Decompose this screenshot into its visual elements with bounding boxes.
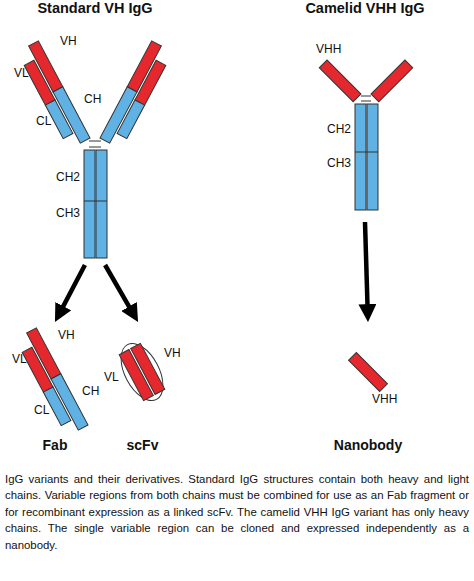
domain-label: CH xyxy=(82,384,99,398)
domain-label: VL xyxy=(12,352,27,366)
heavy-constant-domain xyxy=(100,87,137,143)
domain-label: VH xyxy=(58,328,75,342)
structure-group: Nanobody xyxy=(315,322,421,454)
fragment-name: scFv xyxy=(100,437,185,454)
heavy-variable-domain xyxy=(27,328,61,379)
fc-stem xyxy=(355,104,366,210)
fc-stem xyxy=(367,104,378,210)
nanobody-drawing xyxy=(349,353,388,392)
left-arm xyxy=(17,41,90,149)
domain-divider xyxy=(84,201,107,202)
heavy-constant-domain xyxy=(51,374,88,430)
peptide-linker xyxy=(112,337,171,408)
fc-stem xyxy=(96,150,107,258)
right-arm xyxy=(371,60,413,102)
structure-title: Camelid VHH IgG xyxy=(280,0,450,17)
domain-label: VHH xyxy=(372,392,397,406)
domain-label: CL xyxy=(34,403,49,417)
hinge-bond xyxy=(89,141,101,142)
derivation-arrow xyxy=(59,265,85,315)
vhh-domain xyxy=(349,353,388,392)
right-arm xyxy=(100,41,173,149)
standard-igg-drawing xyxy=(17,41,173,258)
domain-label: VH xyxy=(60,34,77,48)
domain-label: CH xyxy=(84,92,101,106)
domain-label: VH xyxy=(164,346,181,360)
domain-label: CH2 xyxy=(56,170,80,184)
domain-label: CH3 xyxy=(327,156,351,170)
fc-stem xyxy=(84,150,95,258)
domain-label: VL xyxy=(14,66,29,80)
heavy-variable-domain xyxy=(29,41,63,92)
structure-group: Camelid VHH IgG xyxy=(280,0,450,222)
vhh-domain xyxy=(371,60,413,102)
domain-label: VHH xyxy=(316,42,341,56)
domain-label: VL xyxy=(104,370,119,384)
derivation-arrow xyxy=(105,265,134,315)
scfv-drawing xyxy=(112,337,171,408)
domain-divider xyxy=(355,152,378,153)
domain-label: CL xyxy=(36,114,51,128)
hinge-bond xyxy=(361,96,371,97)
hinge-bond xyxy=(89,147,101,148)
hinge-bond xyxy=(361,101,371,102)
domain-label: CH2 xyxy=(327,122,351,136)
domain-label: CH3 xyxy=(56,206,80,220)
fragment-name: Fab xyxy=(10,437,100,454)
vhh-domain xyxy=(319,60,361,102)
structure-group: scFv xyxy=(100,322,185,454)
heavy-variable-domain xyxy=(131,343,165,394)
derivation-arrow xyxy=(365,222,368,314)
structure-group: Standard VH IgG xyxy=(5,0,185,265)
camelid-igg-drawing xyxy=(319,60,412,210)
fragment-name: Nanobody xyxy=(315,437,421,454)
fab-drawing xyxy=(15,328,88,436)
figure-caption: IgG variants and their derivatives. Stan… xyxy=(5,471,469,553)
left-arm xyxy=(319,60,361,102)
structure-title: Standard VH IgG xyxy=(5,0,185,17)
heavy-variable-domain xyxy=(127,41,161,92)
